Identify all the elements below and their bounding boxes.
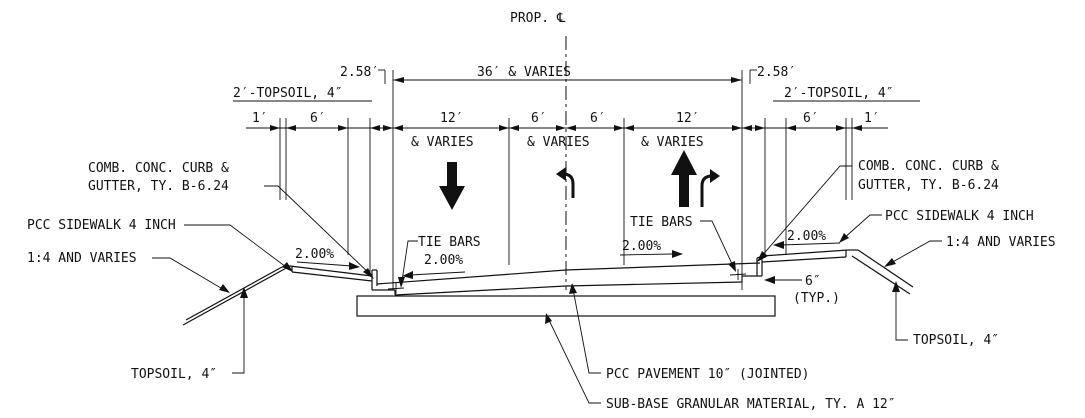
curved-left-turn-arrow-icon [556, 167, 575, 198]
callout-tie-bars-left: TIE BARS [418, 235, 481, 250]
right-ground-profile [761, 249, 914, 295]
callout-tie-bars-right-arrowhead [728, 261, 736, 272]
pcc-pavement [376, 262, 761, 296]
median-sub: & VARIES [527, 135, 590, 150]
callout-slope-left-leader [152, 257, 227, 292]
topsoil-right-dimension: 2′-TOPSOIL, 4″ [784, 86, 894, 101]
callout-pavement-leader [572, 288, 601, 374]
right-1ft-dimension: 1′ [864, 111, 880, 126]
callout-tie-bars-right: TIE BARS [630, 215, 693, 230]
slope-sidewalk-right-arrow [773, 241, 841, 249]
curb-offset-sub: (TYP.) [793, 291, 840, 306]
slope-pavement-right-arrow [619, 250, 683, 258]
callout-topsoil-right-arrowhead [892, 281, 900, 292]
secondary-dimension-string [246, 118, 888, 275]
callout-topsoil-left: TOPSOIL, 4″ [131, 367, 217, 382]
up-arrow-icon [671, 150, 697, 207]
callout-curb-right-arrowhead [757, 251, 768, 262]
lane-left-width: 12′ [440, 111, 463, 126]
callout-tie-bars-left-leader [401, 240, 418, 282]
callout-curb-left-line2: GUTTER, TY. B-6.24 [88, 179, 229, 194]
callout-tie-bars-left-arrowhead [398, 277, 405, 288]
callout-topsoil-right-leader [895, 286, 908, 341]
callout-topsoil-left-arrowhead [240, 287, 248, 298]
lane-right-width: 12′ [676, 111, 699, 126]
slope-pavement-right: 2.00% [622, 239, 661, 254]
median-left-width: 6′ [531, 111, 547, 126]
curb-offset-dimension: 6″ [805, 274, 821, 289]
topsoil-left-dimension: 2′-TOPSOIL, 4″ [233, 86, 343, 101]
slope-pavement-left-arrow [402, 271, 466, 279]
curb-left-dimension: 2.58′ [340, 65, 379, 80]
overall-dimension [392, 70, 743, 290]
slope-pavement-left: 2.00% [424, 253, 463, 268]
median-right-width: 6′ [590, 111, 606, 126]
left-ground-profile [182, 265, 373, 326]
curb-right-dimension-leader [749, 69, 757, 84]
callout-curb-right-line2: GUTTER, TY. B-6.24 [858, 178, 999, 193]
callout-topsoil-left-leader [232, 291, 245, 374]
slope-sidewalk-right: 2.00% [787, 229, 826, 244]
callout-slope-left-arrowhead [219, 284, 230, 293]
right-6ft-dimension: 6′ [803, 111, 819, 126]
right-turn-arrow-icon [700, 169, 720, 207]
callout-sidewalk-left-arrowhead [282, 262, 293, 272]
curb-left-dimension-leader [378, 69, 386, 84]
slope-sidewalk-left: 2.00% [295, 247, 334, 262]
lane-left-sub: & VARIES [411, 135, 474, 150]
callout-pavement: PCC PAVEMENT 10″ (JOINTED) [606, 367, 810, 382]
callout-pavement-arrowhead [569, 283, 577, 294]
curb-offset-arrow [764, 276, 802, 284]
callout-topsoil-right: TOPSOIL, 4″ [913, 333, 999, 348]
callout-sidewalk-right-arrowhead [839, 233, 849, 243]
callout-subbase-leader [547, 317, 601, 404]
curb-right-dimension: 2.58′ [757, 65, 796, 80]
overall-dimension-label: 36′ & VARIES [477, 65, 571, 80]
callout-sidewalk-left-leader [184, 224, 291, 271]
callout-curb-left-arrowhead [363, 268, 374, 279]
tie-bar-left [387, 283, 405, 294]
slope-sidewalk-left-arrow [296, 261, 360, 270]
callout-slope-right: 1:4 AND VARIES [946, 235, 1056, 250]
left-curb-gutter [371, 269, 395, 291]
callout-curb-left-leader [264, 185, 373, 277]
callout-slope-right-arrowhead [884, 258, 896, 267]
callout-sidewalk-right: PCC SIDEWALK 4 INCH [885, 209, 1034, 224]
callout-slope-right-leader [888, 240, 942, 265]
lane-right-sub: & VARIES [641, 135, 704, 150]
tie-bar-right [729, 269, 747, 280]
left-1ft-dimension: 1′ [252, 111, 268, 126]
callout-curb-right-leader [759, 165, 852, 259]
callout-subbase-arrowhead [545, 313, 552, 324]
callout-tie-bars-right-leader [700, 220, 734, 267]
callout-curb-right-line1: COMB. CONC. CURB & [858, 159, 999, 174]
callout-slope-left: 1:4 AND VARIES [27, 251, 137, 266]
callout-curb-left-line1: COMB. CONC. CURB & [88, 161, 229, 176]
sub-base-layer [356, 295, 776, 317]
centerline-label: PROP. ℄ [510, 11, 566, 26]
left-6ft-dimension: 6′ [310, 111, 326, 126]
callout-subbase: SUB-BASE GRANULAR MATERIAL, TY. A 12″ [606, 397, 896, 412]
callout-sidewalk-right-leader [842, 214, 882, 240]
down-arrow-icon [439, 162, 465, 210]
callout-sidewalk-left: PCC SIDEWALK 4 INCH [27, 218, 176, 233]
